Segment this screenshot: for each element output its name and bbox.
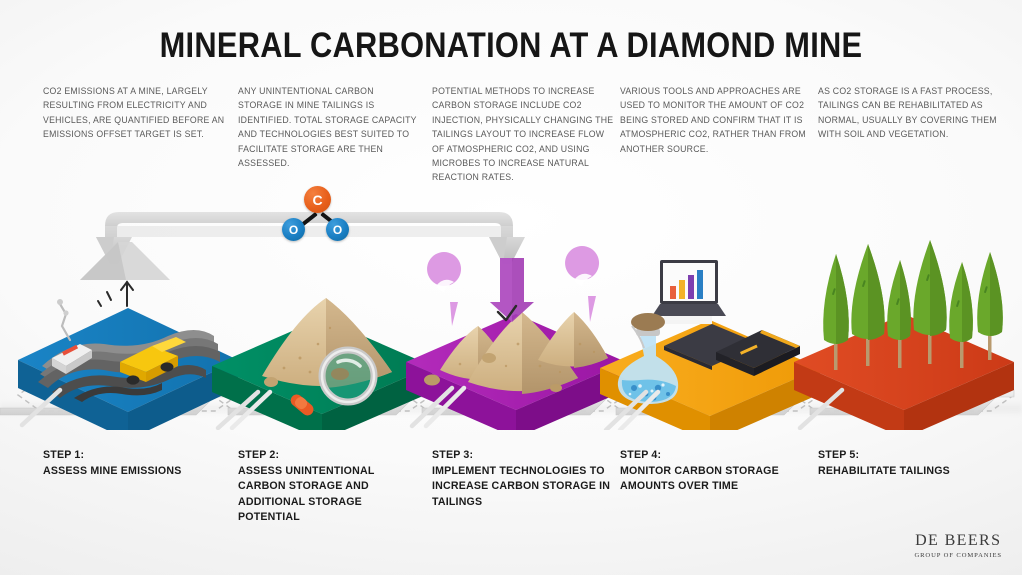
- de-beers-logo: DE BEERS GROUP OF COMPANIES: [914, 532, 1002, 561]
- step-label-4: STEP 4: MONITOR CARBON STORAGE AMOUNTS O…: [620, 448, 804, 495]
- step-number-3: STEP 3:: [432, 449, 474, 461]
- step-title-5: REHABILITATE TAILINGS: [818, 464, 950, 477]
- step-title-2: ASSESS UNINTENTIONAL CARBON STORAGE AND …: [238, 464, 375, 524]
- platforms-svg: [0, 240, 1016, 442]
- step-number-1: STEP 1:: [43, 449, 85, 461]
- platform-step-5: [794, 240, 1014, 438]
- description-column-5: AS CO2 STORAGE IS A FAST PROCESS, TAILIN…: [818, 86, 997, 140]
- description-column-1: CO2 EMISSIONS AT A MINE, LARGELY RESULTI…: [43, 86, 225, 140]
- description-column-3: POTENTIAL METHODS TO INCREASE CARBON STO…: [432, 86, 614, 183]
- oxygen-atom-right: O: [326, 218, 349, 241]
- platform-row: [0, 240, 1022, 442]
- logo-tagline: GROUP OF COMPANIES: [914, 552, 1002, 559]
- page-title: MINERAL CARBONATION AT A DIAMOND MINE: [159, 26, 863, 65]
- step-title-3: IMPLEMENT TECHNOLOGIES TO INCREASE CARBO…: [432, 464, 611, 508]
- platform-step-1: [18, 242, 238, 440]
- platform-step-2: [212, 298, 432, 440]
- step-label-5: STEP 5: REHABILITATE TAILINGS: [818, 448, 1002, 479]
- description-column-4: VARIOUS TOOLS AND APPROACHES ARE USED TO…: [620, 86, 806, 154]
- step-number-4: STEP 4:: [620, 449, 662, 461]
- step-number-2: STEP 2:: [238, 449, 280, 461]
- step-labels: STEP 1: ASSESS MINE EMISSIONS STEP 2: AS…: [0, 448, 1022, 558]
- co2-molecule: C O O: [280, 186, 360, 248]
- description-columns: CO2 EMISSIONS AT A MINE, LARGELY RESULTI…: [0, 84, 1022, 204]
- step-label-1: STEP 1: ASSESS MINE EMISSIONS: [43, 448, 226, 479]
- description-column-2: ANY UNINTENTIONAL CARBON STORAGE IN MINE…: [238, 86, 417, 169]
- platform-step-4: [600, 260, 820, 442]
- step-title-4: MONITOR CARBON STORAGE AMOUNTS OVER TIME: [620, 464, 779, 493]
- step-title-1: ASSESS MINE EMISSIONS: [43, 464, 182, 477]
- platform-step-3: [406, 246, 626, 438]
- step-number-5: STEP 5:: [818, 449, 860, 461]
- logo-name: DE BEERS: [915, 532, 1002, 549]
- carbon-atom: C: [304, 186, 331, 213]
- step-label-2: STEP 2: ASSESS UNINTENTIONAL CARBON STOR…: [238, 448, 417, 526]
- oxygen-atom-left: O: [282, 218, 305, 241]
- step-label-3: STEP 3: IMPLEMENT TECHNOLOGIES TO INCREA…: [432, 448, 611, 510]
